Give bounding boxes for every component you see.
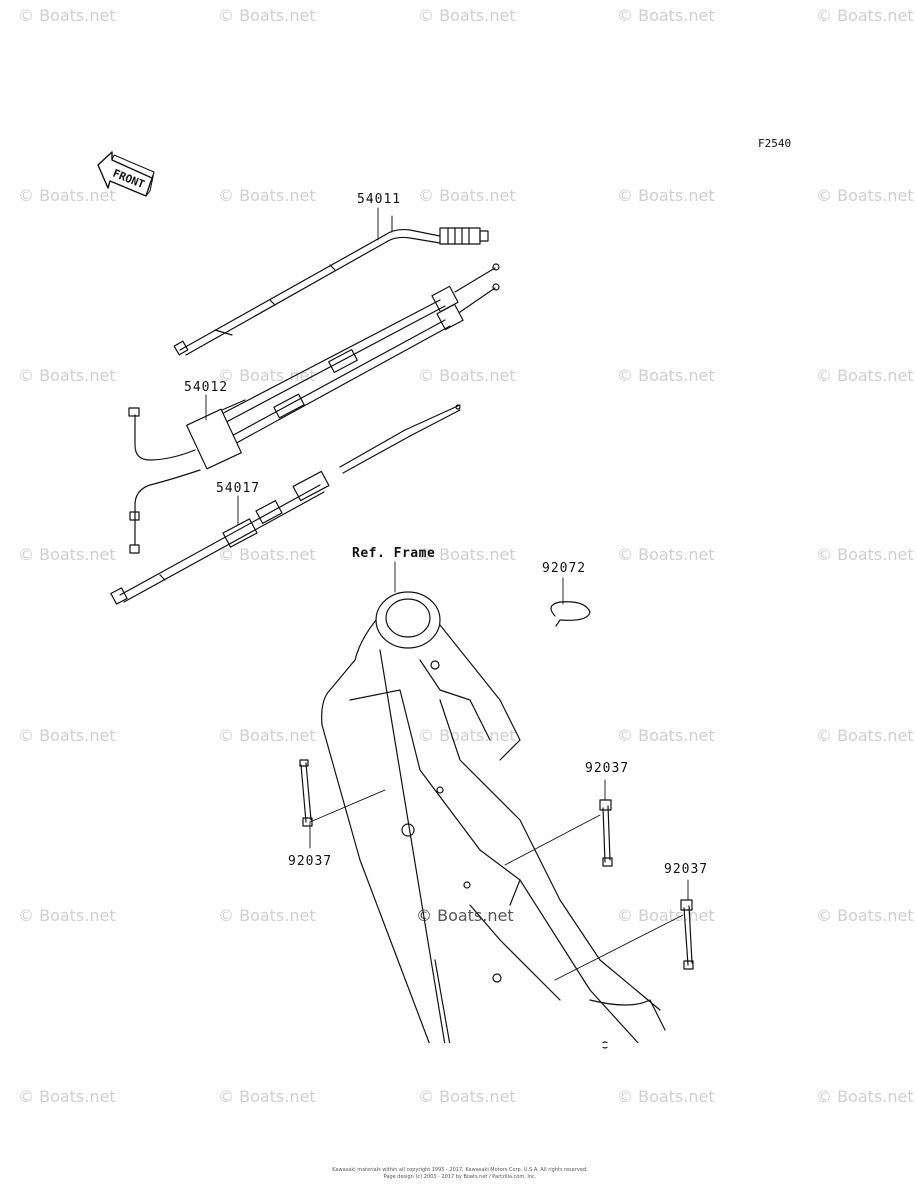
front-arrow-icon: FRONT (97, 151, 155, 197)
watermark-text: © Boats.net (617, 726, 715, 745)
watermark-text: © Boats.net (18, 186, 116, 205)
leader-lines (205, 207, 689, 981)
watermark-text: © Boats.net (617, 186, 715, 205)
watermark-text: © Boats.net (18, 545, 116, 564)
part-label-54011[interactable]: 54011 (357, 192, 402, 207)
watermark-text: © Boats.net (617, 6, 715, 25)
copyright-line-1: Kawasaki materials within all copyright … (332, 1167, 588, 1173)
watermark-text: © Boats.net (218, 726, 316, 745)
watermark-text: © Boats.net (18, 6, 116, 25)
part-label-92072[interactable]: 92072 (542, 561, 587, 576)
watermark-text: © Boats.net (18, 366, 116, 385)
watermark-text: © Boats.net (218, 545, 316, 564)
cable-54011 (173, 215, 489, 356)
watermark-text: © Boats.net (218, 1087, 316, 1106)
band-92037-right-lower (680, 899, 694, 970)
watermark-text: © Boats.net (816, 366, 914, 385)
watermark-text: © Boats.net (816, 6, 914, 25)
band-92037-right-upper (599, 799, 613, 867)
watermark-text: © Boats.net (617, 545, 715, 564)
watermark-text: © Boats.net (18, 1087, 116, 1106)
part-label-92037-lower[interactable]: 92037 (664, 862, 709, 877)
watermark-text: © Boats.net (816, 906, 914, 925)
clip-92072 (550, 601, 591, 627)
watermark-text: © Boats.net (418, 6, 516, 25)
ref-frame-label: Ref. Frame (352, 546, 436, 561)
ref-frame (321, 591, 672, 1049)
watermark-text: © Boats.net (18, 906, 116, 925)
watermark-text: © Boats.net (218, 186, 316, 205)
copyright-notice: Kawasaki materials within all copyright … (300, 1167, 620, 1181)
watermark-text: © Boats.net (218, 6, 316, 25)
watermark-text: © Boats.net (18, 726, 116, 745)
watermark-text: © Boats.net (418, 1087, 516, 1106)
band-92037-left (299, 759, 313, 827)
watermark-text: © Boats.net (218, 906, 316, 925)
part-label-92037-left[interactable]: 92037 (288, 854, 333, 869)
watermark-text: © Boats.net (218, 366, 316, 385)
watermark-text: © Boats.net (418, 726, 516, 745)
watermark-text: © Boats.net (816, 186, 914, 205)
watermark-text: © Boats.net (418, 186, 516, 205)
copyright-line-2: Page design (c) 2003 - 2017 by Boats.net… (383, 1174, 537, 1180)
part-label-54017[interactable]: 54017 (216, 481, 261, 496)
cable-54017 (110, 404, 461, 605)
watermark-text: © Boats.net (816, 726, 914, 745)
watermark-text: © Boats.net (418, 545, 516, 564)
watermark-text: © Boats.net (617, 366, 715, 385)
watermark-text: © Boats.net (617, 1087, 715, 1106)
watermark-text: © Boats.net (816, 545, 914, 564)
watermark-text: © Boats.net (816, 1087, 914, 1106)
watermark-text: © Boats.net (416, 906, 514, 925)
part-label-54012[interactable]: 54012 (184, 380, 229, 395)
cable-54012 (128, 263, 500, 554)
part-label-92037-upper[interactable]: 92037 (585, 761, 630, 776)
figure-code: F2540 (758, 137, 792, 150)
watermark-text: © Boats.net (418, 366, 516, 385)
